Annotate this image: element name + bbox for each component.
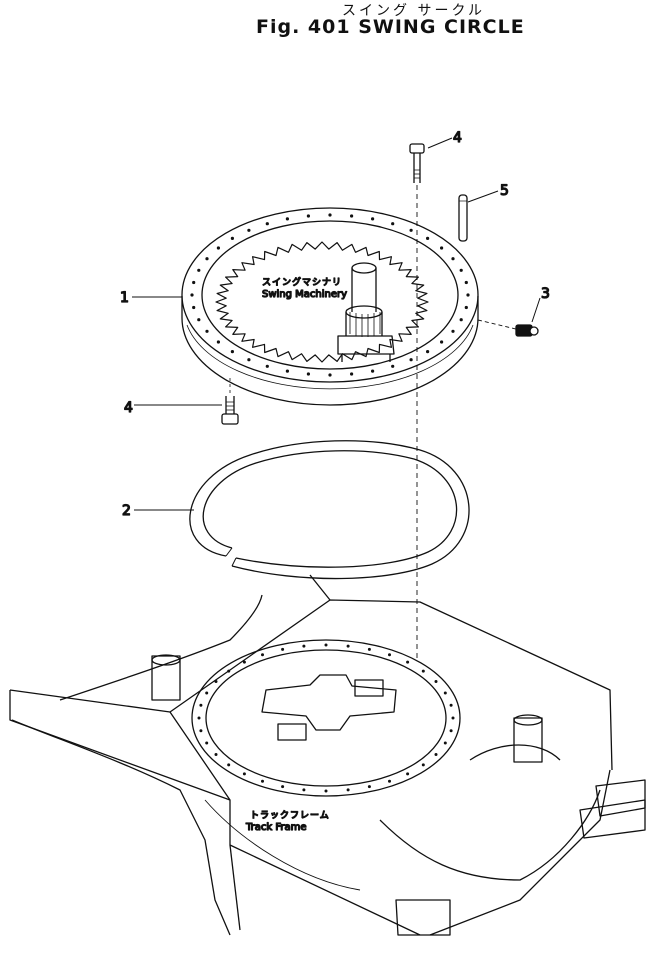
bolt-hole [350, 214, 354, 218]
figure-title: Fig. 401 SWING CIRCLE [256, 16, 525, 38]
bolt-hole [421, 763, 425, 767]
bolt-hole [367, 647, 371, 651]
bolt-hole [302, 644, 306, 648]
bolt-hole [409, 228, 413, 232]
bolt-hole [230, 350, 234, 354]
bolt-hole [328, 213, 332, 217]
bolt-hole [449, 703, 453, 707]
figure-title-japanese: スイング サークル [342, 3, 486, 19]
bolt-hole [306, 372, 310, 376]
swing-machinery-label: Swing Machinery [262, 289, 347, 300]
bolt-hole [459, 318, 463, 322]
callout-5: 5 [500, 183, 509, 199]
swing-circle-bearing [181, 207, 479, 406]
callout-4-left: 4 [124, 400, 133, 416]
bolt-hole [459, 268, 463, 272]
bolt-hole [443, 741, 447, 745]
bolt-hole [216, 246, 220, 250]
callout-2: 2 [122, 503, 131, 519]
bolt-hole [443, 691, 447, 695]
bolt-hole [434, 680, 438, 683]
bolt-hole [409, 358, 413, 362]
bolt-hole [440, 340, 444, 344]
bolt-hole [205, 257, 209, 261]
bolt-hole [199, 703, 203, 707]
bolt-hole [197, 268, 201, 272]
bolt-hole [324, 789, 328, 793]
bolt-hole [328, 373, 332, 377]
bolt-hole [367, 785, 371, 789]
bolt-hole [346, 788, 350, 792]
bolt-hole [247, 228, 251, 232]
bolt-hole [285, 217, 289, 221]
bolt-hole [227, 669, 231, 673]
bolt-hole [265, 364, 269, 368]
bolt-hole [302, 788, 306, 792]
swing-machinery-pinion [337, 262, 395, 362]
bolt-hole [285, 369, 289, 373]
bolt-hole [451, 716, 455, 720]
bolt-hole [371, 217, 375, 221]
bolt-hole [214, 753, 218, 756]
bolt-hole [261, 779, 264, 783]
bolt-left [221, 378, 239, 425]
bolt-hole [230, 236, 234, 240]
bolt-hole [192, 305, 196, 310]
callout-3: 3 [541, 286, 550, 302]
bolt-hole [324, 643, 328, 647]
bolt-hole [214, 680, 218, 683]
leader-lines [132, 137, 541, 511]
bolt-hole [197, 318, 201, 322]
callout-1: 1 [120, 290, 129, 306]
bolt-hole [346, 644, 350, 648]
bolt-hole [421, 669, 425, 673]
bolt-hole [199, 729, 203, 733]
bolt-hole [190, 293, 194, 297]
bolt-hole [464, 280, 468, 285]
seal-ring [189, 440, 470, 580]
bolt-hole [265, 222, 269, 226]
bolt-hole [261, 653, 264, 657]
bolt-hole [281, 785, 285, 789]
bolt-hole [388, 653, 391, 657]
bolt-hole [281, 647, 285, 651]
bolt-hole [391, 364, 395, 368]
bolt-top [409, 143, 425, 183]
bolt-hole [391, 222, 395, 226]
bolt-hole [406, 772, 410, 776]
grease-fitting [477, 319, 539, 337]
bolt-hole [449, 729, 453, 733]
track-frame [9, 574, 646, 936]
bolt-hole [242, 660, 246, 664]
bolt-hole [197, 716, 201, 720]
bolt-hole [216, 340, 220, 344]
bolt-hole [242, 772, 246, 776]
bolt-hole [205, 741, 209, 745]
bolt-hole [466, 293, 470, 297]
bolt-hole [451, 257, 455, 261]
bolt-hole [306, 214, 310, 218]
bolt-hole [451, 329, 455, 333]
bolt-hole [440, 246, 444, 250]
bolt-hole [426, 236, 430, 240]
bolt-hole [388, 779, 391, 783]
bolt-hole [464, 305, 468, 310]
bolt-hole [227, 763, 231, 767]
bolt-hole [434, 753, 438, 756]
swing-machinery-label-jp: スイングマシナリ [262, 276, 342, 288]
callout-4-top: 4 [453, 130, 462, 146]
bolt-hole [371, 369, 375, 373]
bolt-hole [192, 280, 196, 285]
bolt-hole [247, 358, 251, 362]
bolt-hole [350, 372, 354, 376]
track-frame-label-jp: トラックフレーム [250, 810, 330, 821]
bolt-hole [205, 691, 209, 695]
bolt-hole [426, 350, 430, 354]
track-frame-bolt-holes [197, 643, 455, 793]
dowel-pin [458, 194, 468, 242]
bolt-hole [205, 329, 209, 333]
bolt-hole [406, 660, 410, 664]
track-frame-label: Track Frame [245, 822, 307, 833]
